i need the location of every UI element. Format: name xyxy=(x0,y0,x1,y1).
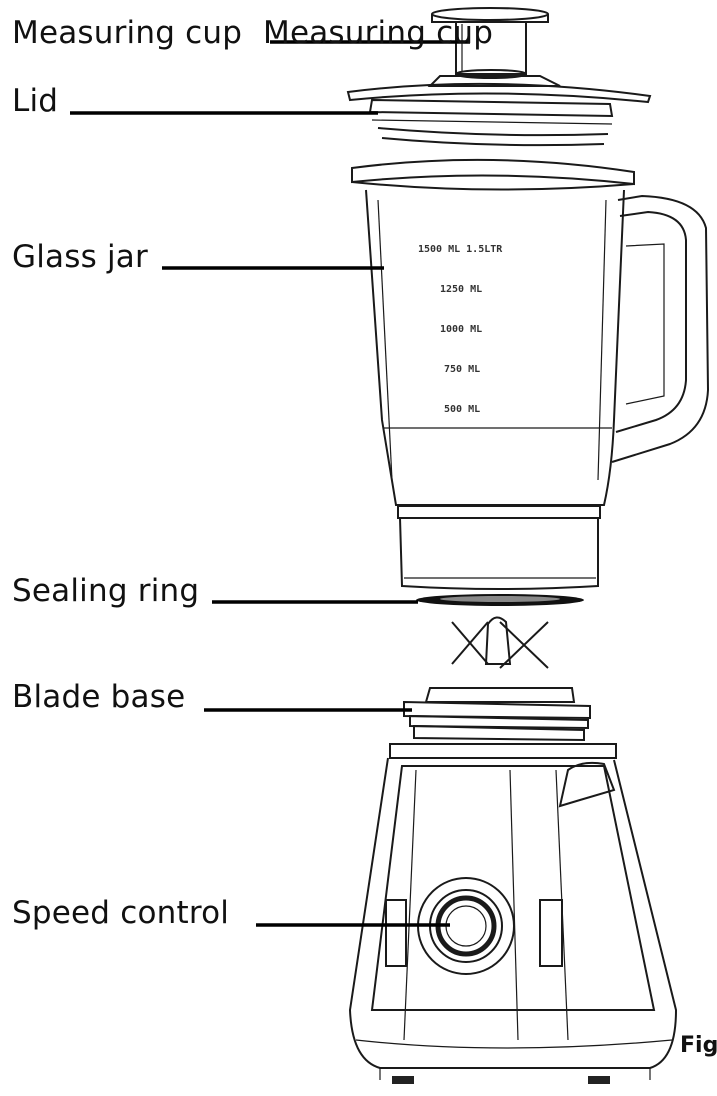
blade-base-label: Blade base xyxy=(12,679,186,715)
lid-label: Lid xyxy=(12,83,59,119)
jar-marking-1000: 1000 ML xyxy=(440,324,482,335)
measuring-cup-label: Measuring cup xyxy=(12,15,243,51)
glass-jar-label: Glass jar xyxy=(12,239,148,275)
jar-marking-750: 750 ML xyxy=(444,364,480,375)
lid-drawing xyxy=(346,75,652,147)
jar-marking-500: 500 ML xyxy=(444,404,480,415)
jar-marking-1500: 1500 ML 1.5LTR xyxy=(418,244,503,255)
measuring-cup-overlay-label: Measuring cup xyxy=(263,15,494,51)
sealing-ring-drawing xyxy=(416,594,584,606)
speed-control-label: Speed control xyxy=(12,895,230,931)
glass-jar-drawing: 1500 ML 1.5LTR 1250 ML 1000 ML 750 ML 50… xyxy=(351,158,710,590)
blade-base-drawing xyxy=(403,616,591,742)
motor-base-drawing xyxy=(348,743,678,1084)
figure-label: Fig xyxy=(680,1033,717,1058)
jar-marking-1250: 1250 ML xyxy=(440,284,482,295)
measuring-cup-drawing xyxy=(431,7,549,79)
sealing-ring-label: Sealing ring xyxy=(12,573,200,609)
